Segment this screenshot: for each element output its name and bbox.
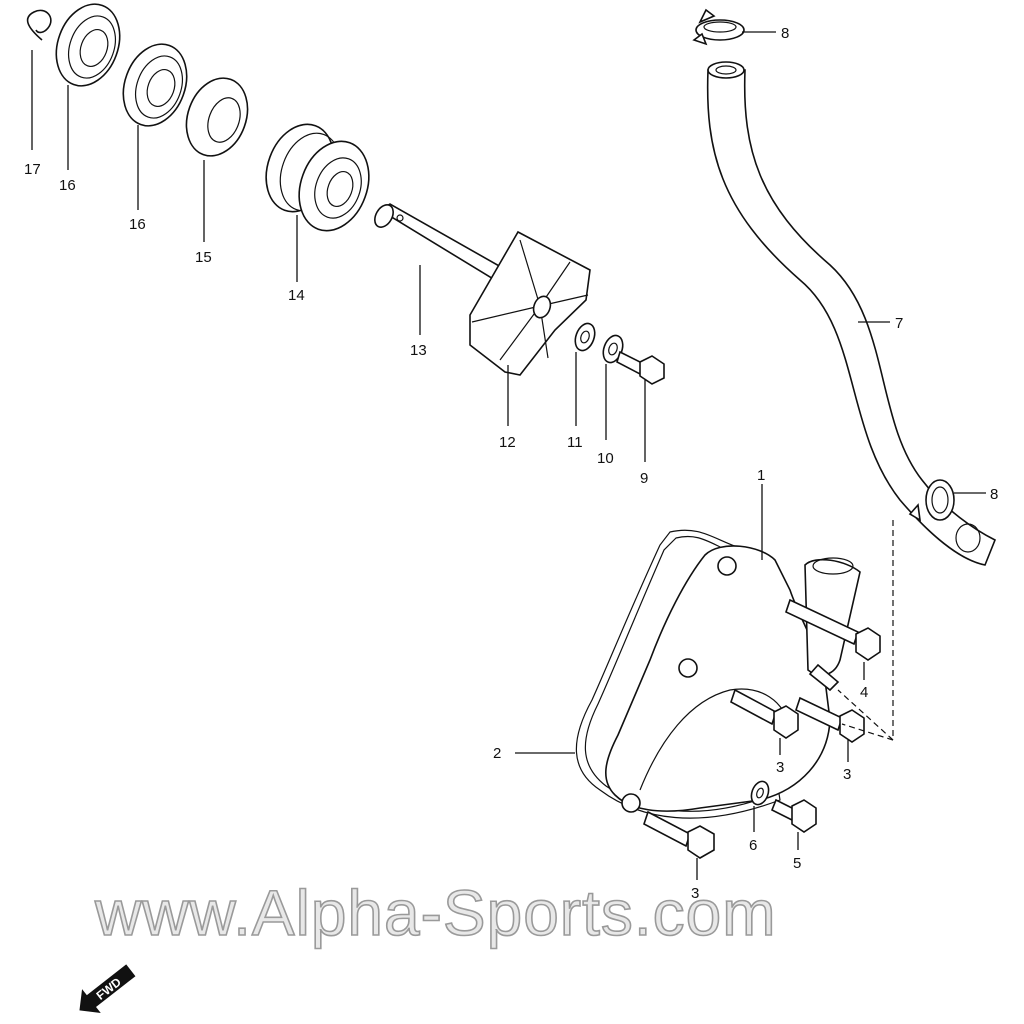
label-13: 13 <box>410 342 427 359</box>
washer-11 <box>574 322 596 352</box>
impeller-12 <box>469 230 591 376</box>
label-9: 9 <box>640 470 648 487</box>
part-labels: 17 16 16 15 14 13 12 11 10 9 8 7 8 1 2 4… <box>24 25 998 902</box>
hose-7 <box>706 61 997 566</box>
label-3c: 3 <box>691 885 699 902</box>
label-10: 10 <box>597 450 614 467</box>
label-8-lower: 8 <box>990 486 998 503</box>
label-2: 2 <box>493 745 501 762</box>
washer-6 <box>750 780 770 806</box>
bolt-9 <box>616 350 665 385</box>
mechanical-seal-14 <box>265 123 370 232</box>
circlip-17 <box>26 9 52 41</box>
label-6: 6 <box>749 837 757 854</box>
label-15: 15 <box>195 249 212 266</box>
label-14: 14 <box>288 287 305 304</box>
label-5: 5 <box>793 855 801 872</box>
label-12: 12 <box>499 434 516 451</box>
bolt-3c <box>643 810 715 859</box>
bolt-4 <box>785 598 881 661</box>
alignment-lines <box>837 520 894 742</box>
label-16a: 16 <box>59 177 76 194</box>
bearing-16b <box>122 43 188 127</box>
fwd-arrow-icon: FWD <box>79 964 136 1014</box>
bolt-3a <box>730 688 799 739</box>
water-pump-cover-1 <box>605 545 861 813</box>
label-3a: 3 <box>776 759 784 776</box>
label-11: 11 <box>567 434 583 451</box>
hose-clamp-8-lower <box>908 479 955 522</box>
bearing-16a <box>55 3 121 87</box>
label-4: 4 <box>860 684 868 701</box>
label-7: 7 <box>895 315 903 332</box>
watermark-text: www.Alpha-Sports.com <box>94 877 777 949</box>
label-8-top: 8 <box>781 25 789 42</box>
label-17: 17 <box>24 161 41 178</box>
bolt-3b <box>795 696 865 743</box>
oil-seal-15 <box>185 77 249 157</box>
hose-clamp-8-top <box>692 8 745 46</box>
bolt-5 <box>770 798 817 833</box>
leader-lines <box>31 31 986 880</box>
label-1: 1 <box>757 467 765 484</box>
label-16b: 16 <box>129 216 146 233</box>
label-3b: 3 <box>843 766 851 783</box>
